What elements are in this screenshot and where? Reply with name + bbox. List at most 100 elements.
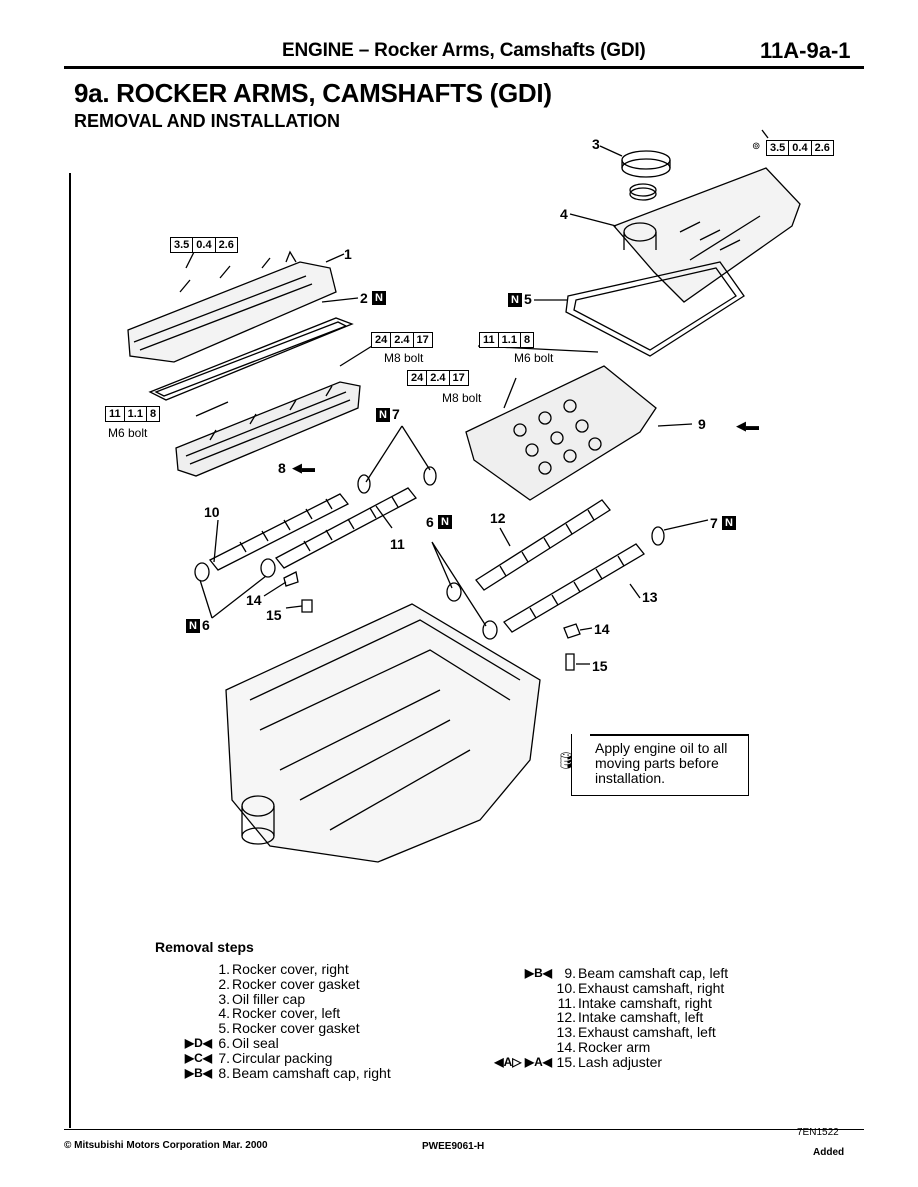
oil-note-text: Apply engine oil to all moving parts bef… (595, 741, 727, 786)
step-marker (150, 977, 216, 992)
step-text: Oil seal (232, 1034, 279, 1051)
oil-filler-cap (621, 150, 671, 201)
step-text: Rocker cover gasket (232, 975, 360, 992)
copyright: © Mitsubishi Motors Corporation Mar. 200… (64, 1140, 268, 1151)
oil-note-line-2: moving parts before (595, 755, 719, 771)
torque-kgfm: 1.1 (125, 407, 147, 421)
camshaft-11 (275, 487, 417, 569)
torque-ftlbf: 2.6 (218, 239, 234, 251)
new-part-badge-2: N (372, 291, 386, 305)
torque-nm: 11 (106, 407, 125, 421)
removal-step: 11.Intake camshaft, right (490, 994, 790, 1011)
oil-note-line-1: Apply engine oil to all (595, 740, 728, 756)
removal-steps-title: Removal steps (155, 939, 254, 955)
removal-step: ◀A▷ ▶A◀15.Lash adjuster (490, 1054, 790, 1070)
step-text: Rocker cover gasket (232, 1020, 360, 1037)
step-number: 13. (556, 1024, 576, 1041)
beam-cap-right (175, 381, 361, 477)
step-text: Intake camshaft, right (578, 994, 712, 1011)
step-text: Circular packing (232, 1049, 333, 1066)
rocker-cover-gasket-right (148, 317, 354, 401)
removal-step: 13.Exhaust camshaft, left (490, 1025, 790, 1040)
new-part-badge-5: N (508, 293, 522, 307)
camshaft-12 (475, 499, 611, 591)
oil-can-icon: 🛢 (556, 753, 577, 770)
header-rule (64, 66, 864, 69)
step-marker (490, 981, 554, 996)
engine-block (225, 603, 541, 863)
callout-5: 5 (524, 291, 532, 307)
callout-15b: 15 (592, 658, 608, 674)
step-number: 14. (556, 1038, 576, 1055)
step-marker (490, 1040, 554, 1055)
torque-spec-2: 3.5 0.4 2.6 (766, 140, 834, 156)
step-marker (490, 1010, 554, 1025)
callout-14a: 14 (246, 592, 262, 608)
callout-12: 12 (490, 510, 506, 526)
removal-step: ▶D◀6.Oil seal (150, 1036, 430, 1051)
removal-step: ▶C◀7.Circular packing (150, 1049, 430, 1066)
step-number: 6. (218, 1034, 230, 1051)
torque-ftlbf: 2.6 (814, 142, 830, 154)
step-number: 8. (218, 1064, 230, 1081)
step-marker: ◀A▷ ▶A◀ (494, 1054, 552, 1069)
packing-7a (357, 474, 371, 494)
torque-ftlbf: 17 (452, 372, 465, 384)
removal-step: 2.Rocker cover gasket (150, 975, 430, 992)
torque-kgfm: 0.4 (789, 141, 812, 155)
torque-ftlbf: 17 (416, 334, 429, 346)
step-number: 10. (556, 979, 576, 996)
torque-spec-3: 24 2.4 17 (371, 332, 433, 348)
camshaft-13 (503, 543, 645, 633)
removal-step: 3.Oil filler cap (150, 990, 430, 1007)
torque-nm: 3.5 (171, 238, 194, 252)
step-number: 5. (218, 1020, 230, 1037)
callout-13: 13 (642, 589, 658, 605)
torque-spec-6: 11 1.1 8 (105, 406, 161, 422)
oil-note-box (571, 734, 749, 796)
oil-seal-6c (446, 582, 462, 602)
sealant-tube-icon-9: ◀▬ (736, 418, 759, 433)
oil-note-line-3: installation. (595, 770, 666, 786)
step-number: 2. (218, 975, 230, 992)
removal-step: 1.Rocker cover, right (150, 962, 430, 977)
torque-note-5: M8 bolt (442, 391, 482, 405)
oil-seal-6a (194, 562, 210, 582)
torque-kgfm: 0.4 (193, 238, 216, 252)
step-text: Beam camshaft cap, right (232, 1064, 391, 1081)
lash-adjuster-15b (565, 653, 575, 671)
step-text: Exhaust camshaft, right (578, 979, 725, 996)
step-number: 12. (556, 1009, 576, 1026)
step-text: Oil filler cap (232, 990, 306, 1007)
step-marker (150, 1006, 216, 1021)
removal-step: ▶B◀ 9.Beam camshaft cap, left (490, 966, 790, 981)
callout-11: 11 (390, 536, 405, 552)
step-marker (150, 962, 216, 977)
rocker-cover-left (612, 167, 801, 303)
new-part-badge-6b: N (186, 619, 200, 633)
step-number: 7. (218, 1049, 230, 1066)
step-marker: ▶B◀ (184, 1065, 212, 1080)
callout-7b: 7 (710, 515, 718, 531)
removal-step: 4.Rocker cover, left (150, 1006, 430, 1021)
torque-nm: 24 (372, 333, 392, 347)
torque-spec-1: 3.5 0.4 2.6 (170, 237, 238, 253)
step-marker (150, 1021, 216, 1036)
step-text: Beam camshaft cap, left (578, 965, 729, 981)
torque-kgfm: 2.4 (427, 371, 450, 385)
step-marker (490, 996, 554, 1011)
removal-steps-left: 1.Rocker cover, right 2.Rocker cover gas… (150, 962, 430, 1080)
section-subtitle: REMOVAL AND INSTALLATION (74, 111, 340, 131)
beam-cap-left (465, 365, 657, 501)
torque-ftlbf: 8 (523, 334, 531, 346)
step-text: Rocker arm (578, 1038, 651, 1055)
rocker-cover-gasket-left (565, 261, 745, 357)
step-marker: ▶B◀ (524, 966, 552, 980)
sealant-tube-icon-8: ◀▬ (292, 460, 315, 475)
page-number: 11A-9a-1 (760, 38, 851, 63)
removal-step: 14.Rocker arm (490, 1040, 790, 1055)
step-number: 9. (564, 965, 576, 981)
removal-step: 12.Intake camshaft, left (490, 1010, 790, 1025)
packing-7b (423, 466, 437, 486)
